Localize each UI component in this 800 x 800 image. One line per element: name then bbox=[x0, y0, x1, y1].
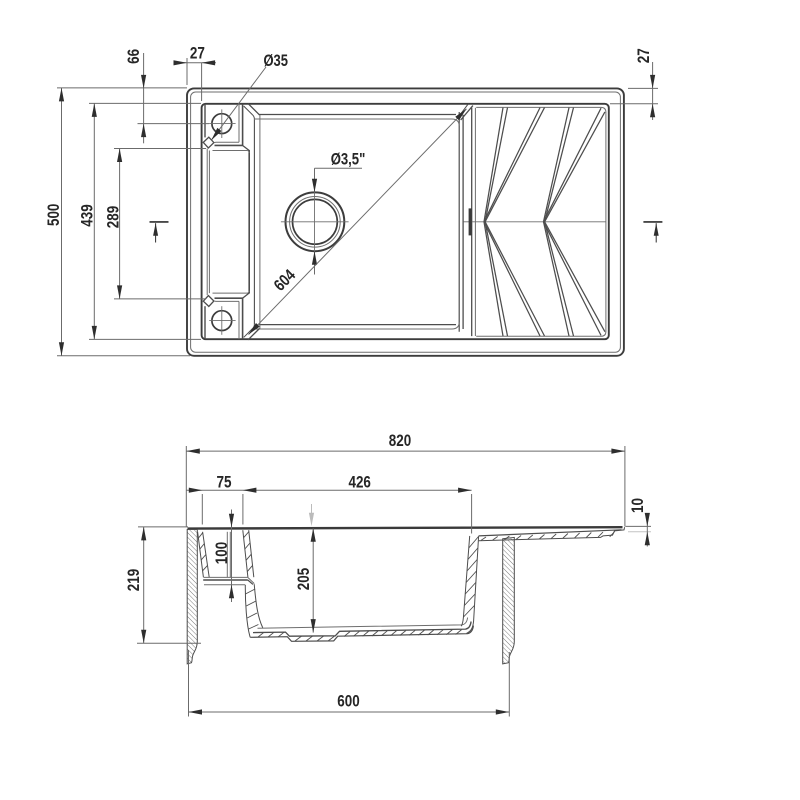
svg-text:75: 75 bbox=[217, 473, 232, 491]
svg-text:205: 205 bbox=[295, 568, 313, 590]
svg-text:Ø35: Ø35 bbox=[263, 52, 288, 70]
svg-text:Ø3,5": Ø3,5" bbox=[331, 150, 366, 168]
svg-text:27: 27 bbox=[635, 48, 653, 63]
svg-text:820: 820 bbox=[389, 432, 411, 450]
svg-text:100: 100 bbox=[213, 542, 231, 564]
svg-text:600: 600 bbox=[337, 693, 359, 711]
svg-text:500: 500 bbox=[45, 204, 63, 226]
svg-text:66: 66 bbox=[125, 49, 143, 64]
svg-text:219: 219 bbox=[125, 569, 143, 591]
svg-text:27: 27 bbox=[190, 45, 205, 63]
svg-text:426: 426 bbox=[349, 473, 371, 491]
svg-text:289: 289 bbox=[104, 206, 122, 228]
svg-text:10: 10 bbox=[629, 498, 647, 513]
svg-text:439: 439 bbox=[79, 204, 97, 226]
